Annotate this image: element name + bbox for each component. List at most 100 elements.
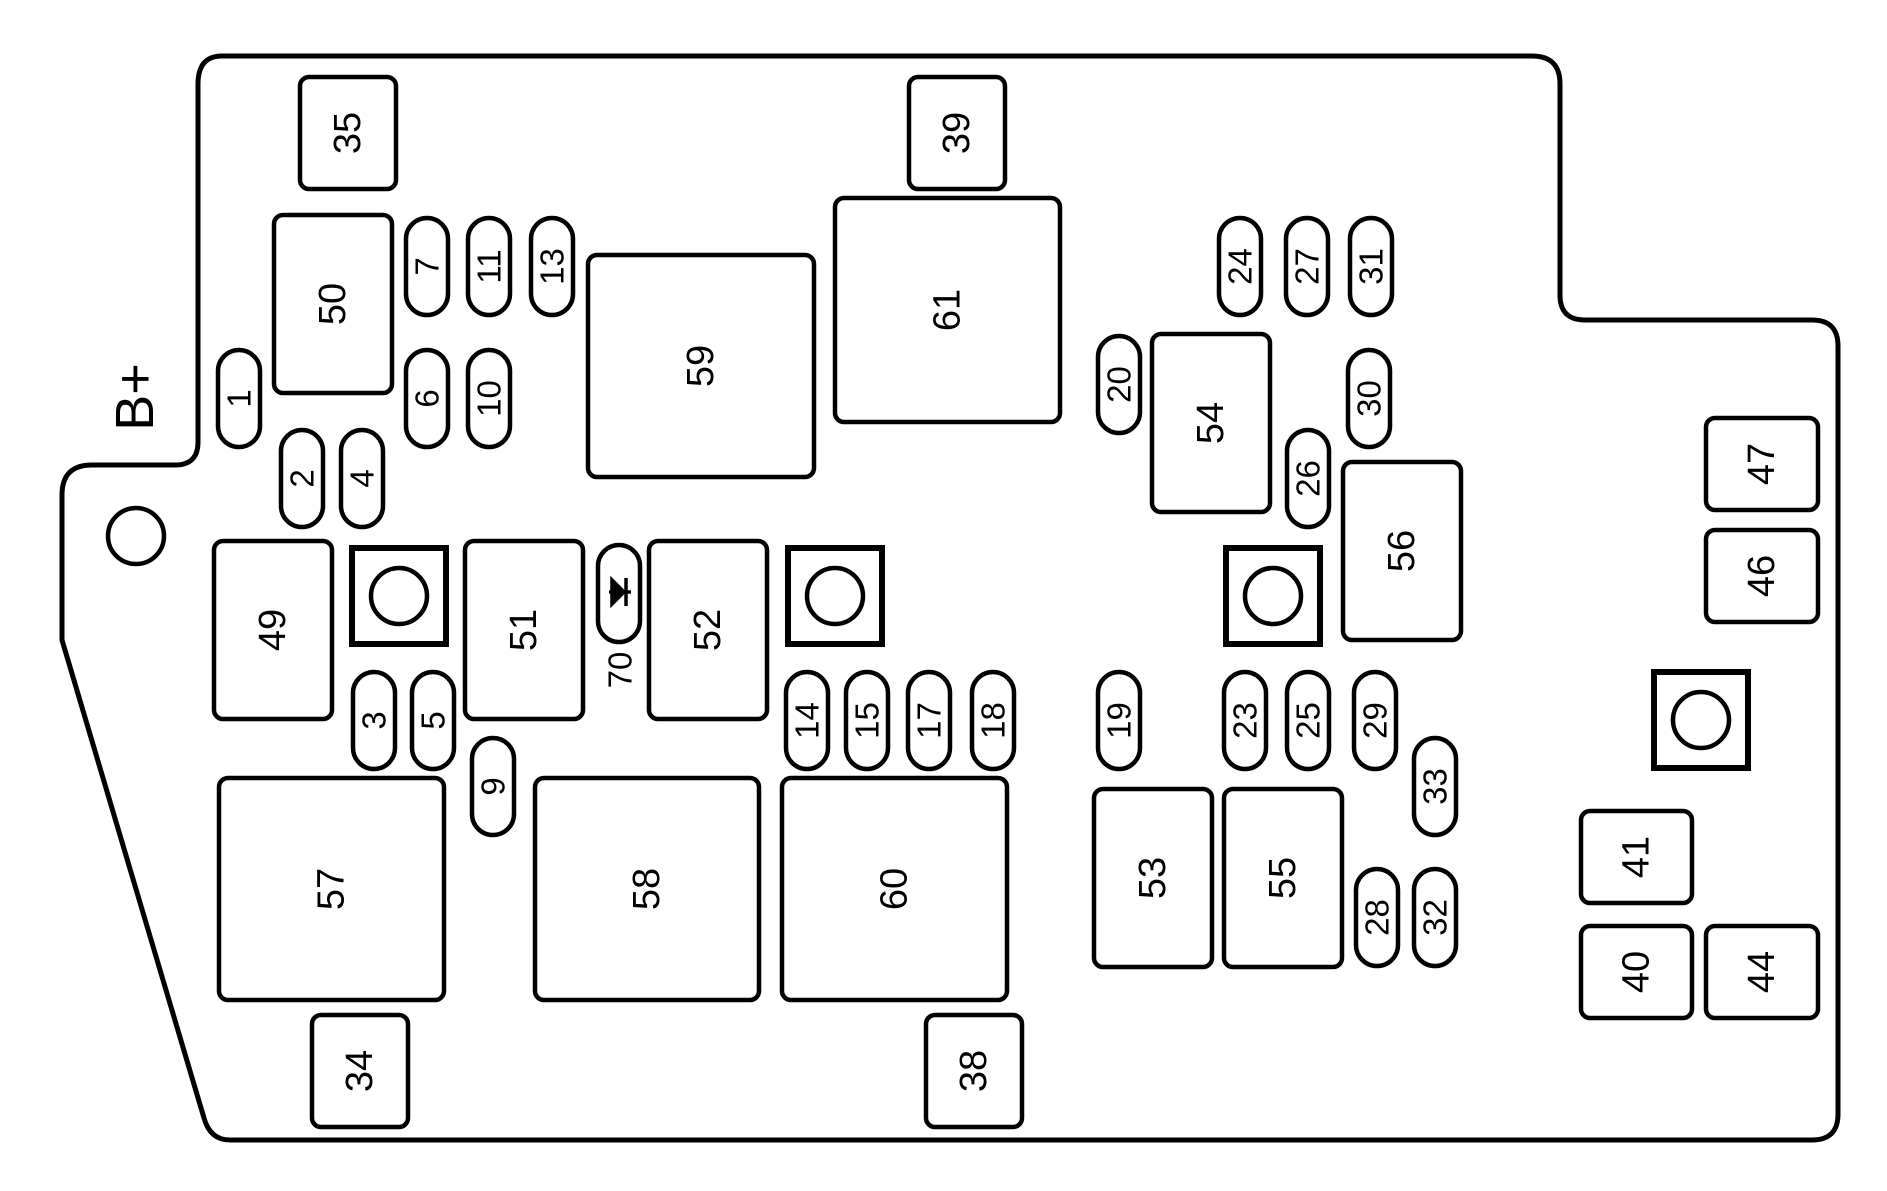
fuse-18-body [969, 669, 1017, 772]
stud-terminal-2 [785, 545, 885, 647]
relay-58: 58 [532, 775, 762, 1003]
fuse-32: 32 [1411, 866, 1459, 969]
relay-44-label: 44 [1741, 951, 1783, 993]
fuse-33: 33 [1411, 735, 1459, 838]
fuse-17-body [905, 669, 953, 772]
fuse-7-body [403, 215, 451, 318]
fuse-23: 23 [1221, 669, 1269, 772]
fuse-11: 11 [465, 215, 513, 318]
fuse-26: 26 [1284, 427, 1332, 530]
relay-56-label: 56 [1381, 530, 1423, 572]
relay-54-body [1149, 331, 1273, 515]
stud-terminal-4 [1651, 669, 1751, 771]
relay-52-body [646, 538, 770, 722]
fuse-1-label: 1 [221, 389, 258, 407]
fuse-29: 29 [1351, 669, 1399, 772]
fuse-31-body [1347, 215, 1395, 318]
stud-terminal-1 [349, 545, 449, 647]
fuse-5-body [409, 669, 457, 772]
fuse-30-body [1345, 347, 1393, 450]
relay-51-label: 51 [503, 609, 545, 651]
fuse-23-body [1221, 669, 1269, 772]
fuse-14: 14 [783, 669, 831, 772]
relay-60-body [779, 775, 1010, 1003]
fuse-10-label: 10 [471, 380, 508, 417]
fuse-4-label: 4 [344, 469, 381, 487]
relay-34-body [309, 1012, 411, 1130]
relay-35-body [297, 74, 399, 192]
relay-58-label: 58 [626, 868, 668, 910]
fuse-17: 17 [905, 669, 953, 772]
relay-39-label: 39 [936, 112, 978, 154]
fuse-5-label: 5 [415, 711, 452, 729]
relay-46: 46 [1703, 527, 1821, 625]
relay-51-body [462, 538, 586, 722]
relay-61-label: 61 [927, 289, 969, 331]
fuse-1: 1 [215, 347, 263, 450]
fuse-25-body [1284, 669, 1332, 772]
relay-57-label: 57 [311, 868, 353, 910]
relay-60: 60 [779, 775, 1010, 1003]
relay-50-body [271, 212, 395, 396]
fuse-19: 19 [1095, 669, 1143, 772]
fuse-30-label: 30 [1351, 380, 1388, 417]
fuse-31-label: 31 [1353, 248, 1390, 285]
fuse-26-body [1284, 427, 1332, 530]
fuse-10: 10 [465, 347, 513, 450]
fuse-29-body [1351, 669, 1399, 772]
fuse-1-body [215, 347, 263, 450]
fuse-24-label: 24 [1222, 248, 1259, 285]
fuse-7: 7 [403, 215, 451, 318]
fuse-11-body [465, 215, 513, 318]
fuse-2-label: 2 [284, 469, 321, 487]
fuse-18: 18 [969, 669, 1017, 772]
fuse-14-body [783, 669, 831, 772]
relay-59: 59 [585, 252, 817, 480]
fuse-15-body [843, 669, 891, 772]
fuse-33-body [1411, 735, 1459, 838]
fuse-24-body [1216, 215, 1264, 318]
fuse-3-body [350, 669, 398, 772]
fuse-10-body [465, 347, 513, 450]
relay-57-body [216, 775, 447, 1003]
relay-34-label: 34 [339, 1050, 381, 1092]
relay-54: 54 [1149, 331, 1273, 515]
fuse-6-label: 6 [409, 389, 446, 407]
relay-61-body [832, 195, 1063, 425]
relay-56: 56 [1340, 459, 1464, 643]
relay-55-body [1221, 786, 1345, 970]
fuse-26-label: 26 [1290, 460, 1327, 497]
relay-57: 57 [216, 775, 447, 1003]
fuse-24: 24 [1216, 215, 1264, 318]
relay-55-label: 55 [1262, 857, 1304, 899]
diode-70-label: 70 [602, 652, 639, 689]
fuse-7-label: 7 [409, 257, 446, 275]
fuse-31: 31 [1347, 215, 1395, 318]
relay-40-body [1578, 923, 1695, 1021]
relay-46-body [1703, 527, 1821, 625]
relay-49-label: 49 [252, 609, 294, 651]
fuse-9-body [469, 735, 517, 838]
relay-53-label: 53 [1132, 857, 1174, 899]
fuse-18-label: 18 [975, 702, 1012, 739]
mounting-hole [105, 505, 167, 567]
relay-44-body [1703, 923, 1821, 1021]
relay-39-body [906, 74, 1008, 192]
fuse-29-label: 29 [1357, 702, 1394, 739]
fuse-13-body [528, 215, 576, 318]
relay-61: 61 [832, 195, 1063, 425]
relay-34: 34 [309, 1012, 411, 1130]
relay-51: 51 [462, 538, 586, 722]
fuse-27: 27 [1283, 215, 1331, 318]
relay-35-label: 35 [327, 112, 369, 154]
fuse-30: 30 [1345, 347, 1393, 450]
relay-40: 40 [1578, 923, 1695, 1021]
relay-54-label: 54 [1190, 402, 1232, 444]
relay-44: 44 [1703, 923, 1821, 1021]
stud-terminal-3 [1223, 545, 1323, 647]
relay-52-label: 52 [687, 609, 729, 651]
relay-55: 55 [1221, 786, 1345, 970]
fuse-19-label: 19 [1101, 702, 1138, 739]
fuse-block-outline [59, 53, 1841, 1143]
